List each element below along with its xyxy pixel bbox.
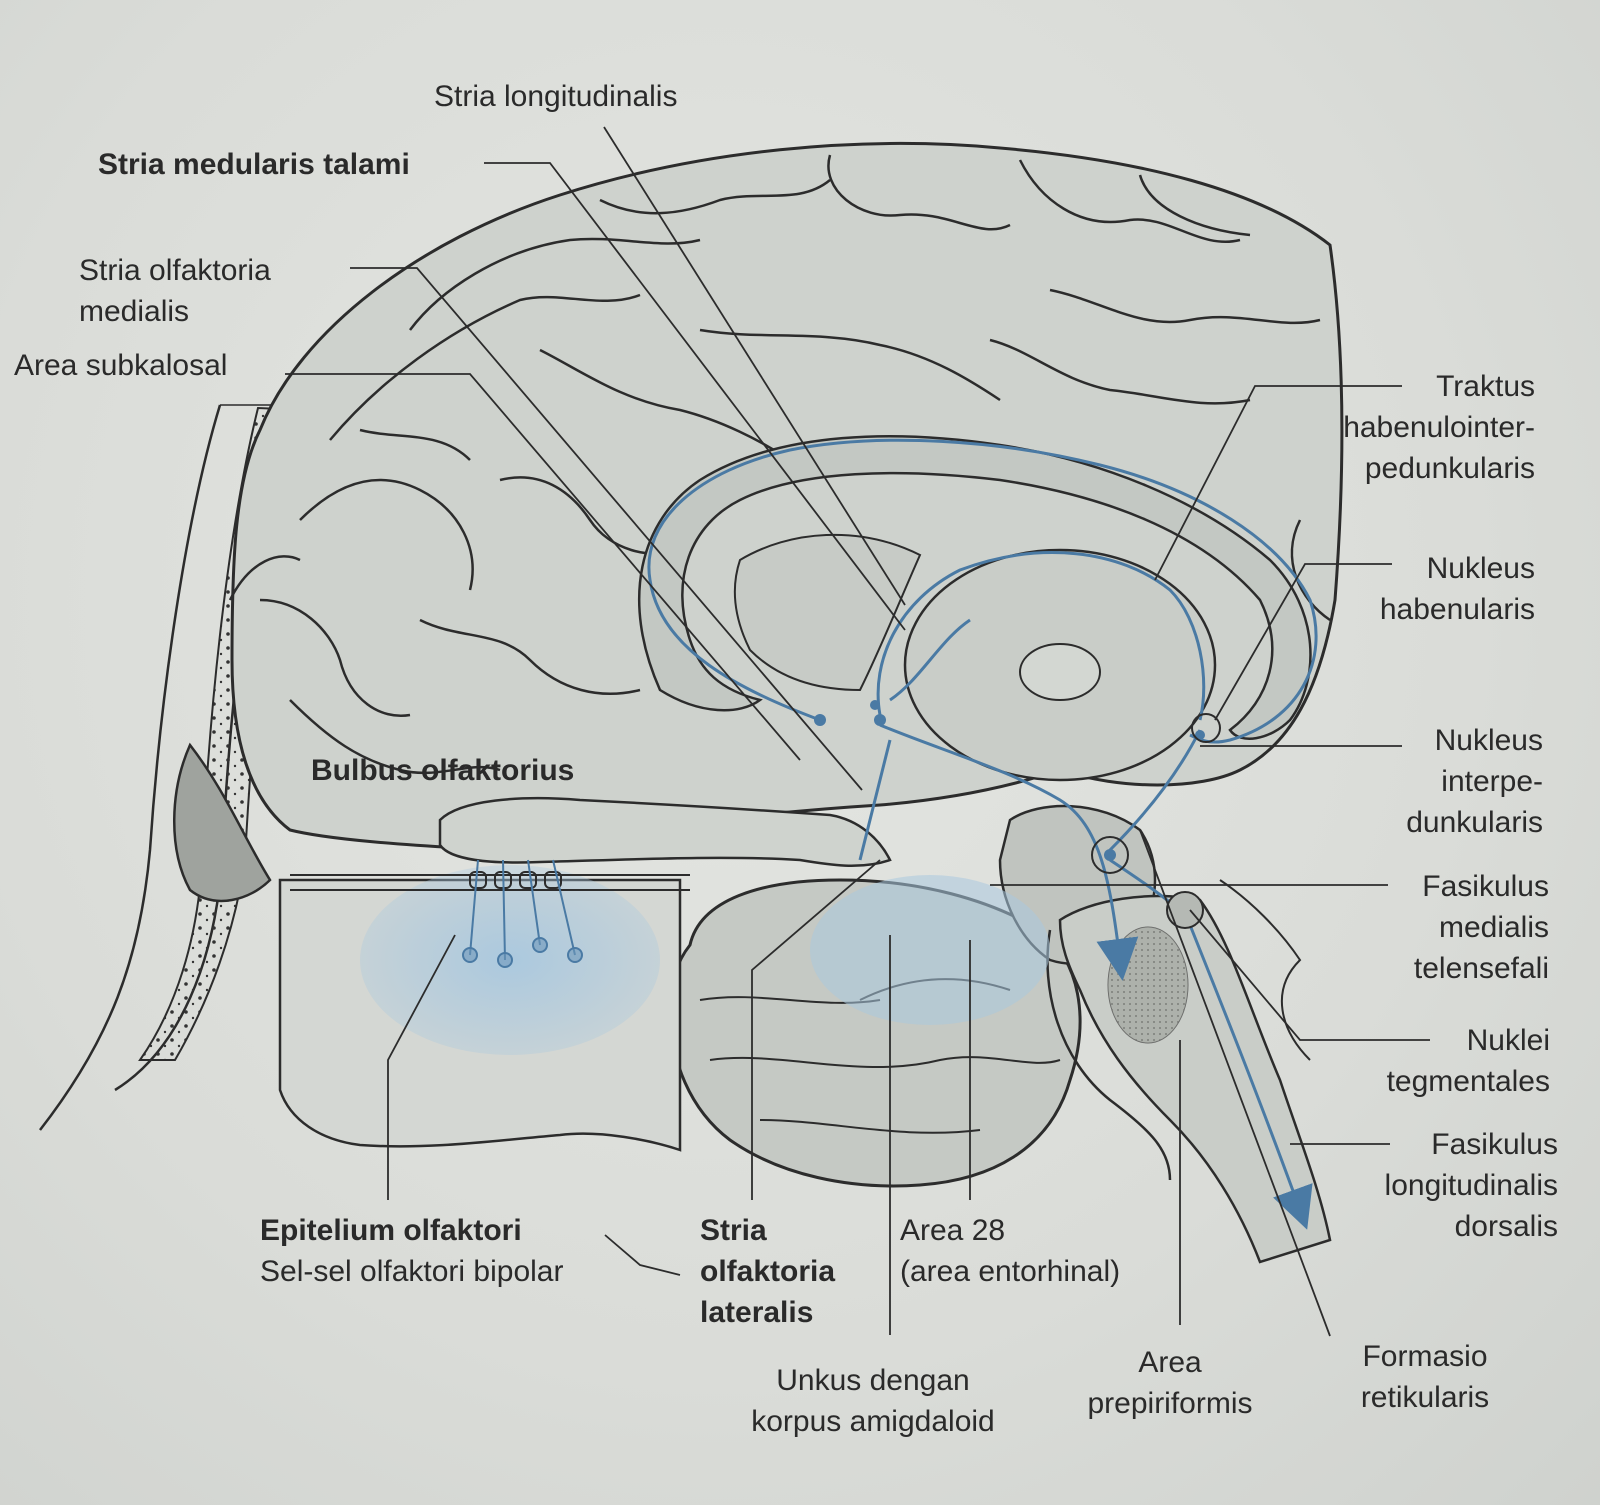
tegmental-nuclei bbox=[1167, 892, 1203, 928]
label-line: Stria bbox=[700, 1210, 835, 1251]
label-line: Area bbox=[1070, 1342, 1270, 1383]
brainstem bbox=[1060, 896, 1330, 1262]
label-line: korpus amigdaloid bbox=[728, 1401, 1018, 1442]
label-epitelium-olfaktori: Epitelium olfaktori bbox=[260, 1210, 522, 1251]
label-line: Nuklei bbox=[1300, 1020, 1550, 1061]
label-line: Fasikulus bbox=[1300, 1124, 1558, 1165]
label-line: habenulointer- bbox=[1250, 407, 1535, 448]
label-line: Nukleus bbox=[1300, 548, 1535, 589]
label-fasikulus-longitudinalis-dorsalis: Fasikulus longitudinalis dorsalis bbox=[1300, 1124, 1558, 1247]
label-formasio-retikularis: Formasio retikularis bbox=[1335, 1336, 1515, 1418]
label-line: Formasio bbox=[1335, 1336, 1515, 1377]
label-line: medialis bbox=[79, 291, 271, 332]
label-line: lateralis bbox=[700, 1292, 835, 1333]
label-line: prepiriformis bbox=[1070, 1383, 1270, 1424]
label-line: medialis bbox=[1300, 907, 1549, 948]
interthalamic-adhesion bbox=[1020, 644, 1100, 700]
label-line: Traktus bbox=[1250, 366, 1535, 407]
label-line: tegmentales bbox=[1300, 1061, 1550, 1102]
label-nukleus-habenularis: Nukleus habenularis bbox=[1300, 548, 1535, 630]
label-stria-longitudinalis: Stria longitudinalis bbox=[434, 76, 677, 117]
label-area-prepiriformis: Area prepiriformis bbox=[1070, 1342, 1270, 1424]
label-line: dorsalis bbox=[1300, 1206, 1558, 1247]
label-line: habenularis bbox=[1300, 589, 1535, 630]
label-area-subkalosal: Area subkalosal bbox=[14, 345, 227, 386]
label-area-28: Area 28 (area entorhinal) bbox=[900, 1210, 1120, 1292]
label-line: telensefali bbox=[1300, 948, 1549, 989]
label-line: longitudinalis bbox=[1300, 1165, 1558, 1206]
label-line: pedunkularis bbox=[1250, 448, 1535, 489]
label-stria-olfaktoria-lateralis: Stria olfaktoria lateralis bbox=[700, 1210, 835, 1333]
label-nukleus-interpedunkularis: Nukleus interpe- dunkularis bbox=[1300, 720, 1543, 843]
label-line: Nukleus bbox=[1300, 720, 1543, 761]
label-line: interpe- bbox=[1300, 761, 1543, 802]
label-traktus-habenulointerpedunkularis: Traktus habenulointer- pedunkularis bbox=[1250, 366, 1535, 489]
label-stria-olfaktoria-medialis: Stria olfaktoria medialis bbox=[79, 250, 271, 332]
label-stria-medularis-talami: Stria medularis talami bbox=[98, 144, 410, 185]
label-line: olfaktoria bbox=[700, 1251, 835, 1292]
uncus-glow bbox=[810, 875, 1050, 1025]
reticular-formation-shade bbox=[1108, 927, 1188, 1043]
label-unkus-korpus-amigdaloid: Unkus dengan korpus amigdaloid bbox=[728, 1360, 1018, 1442]
label-line: (area entorhinal) bbox=[900, 1251, 1120, 1292]
label-nuklei-tegmentales: Nuklei tegmentales bbox=[1300, 1020, 1550, 1102]
label-line: Area 28 bbox=[900, 1210, 1120, 1251]
label-line: Fasikulus bbox=[1300, 866, 1549, 907]
label-line: Unkus dengan bbox=[728, 1360, 1018, 1401]
label-fasikulus-medialis-telensefali: Fasikulus medialis telensefali bbox=[1300, 866, 1549, 989]
label-line: dunkularis bbox=[1300, 802, 1543, 843]
label-sel-sel-olfaktori: Sel-sel olfaktori bipolar bbox=[260, 1251, 563, 1292]
label-line: retikularis bbox=[1335, 1377, 1515, 1418]
label-bulbus-olfaktorius: Bulbus olfaktorius bbox=[311, 750, 574, 791]
label-line: Stria olfaktoria bbox=[79, 250, 271, 291]
